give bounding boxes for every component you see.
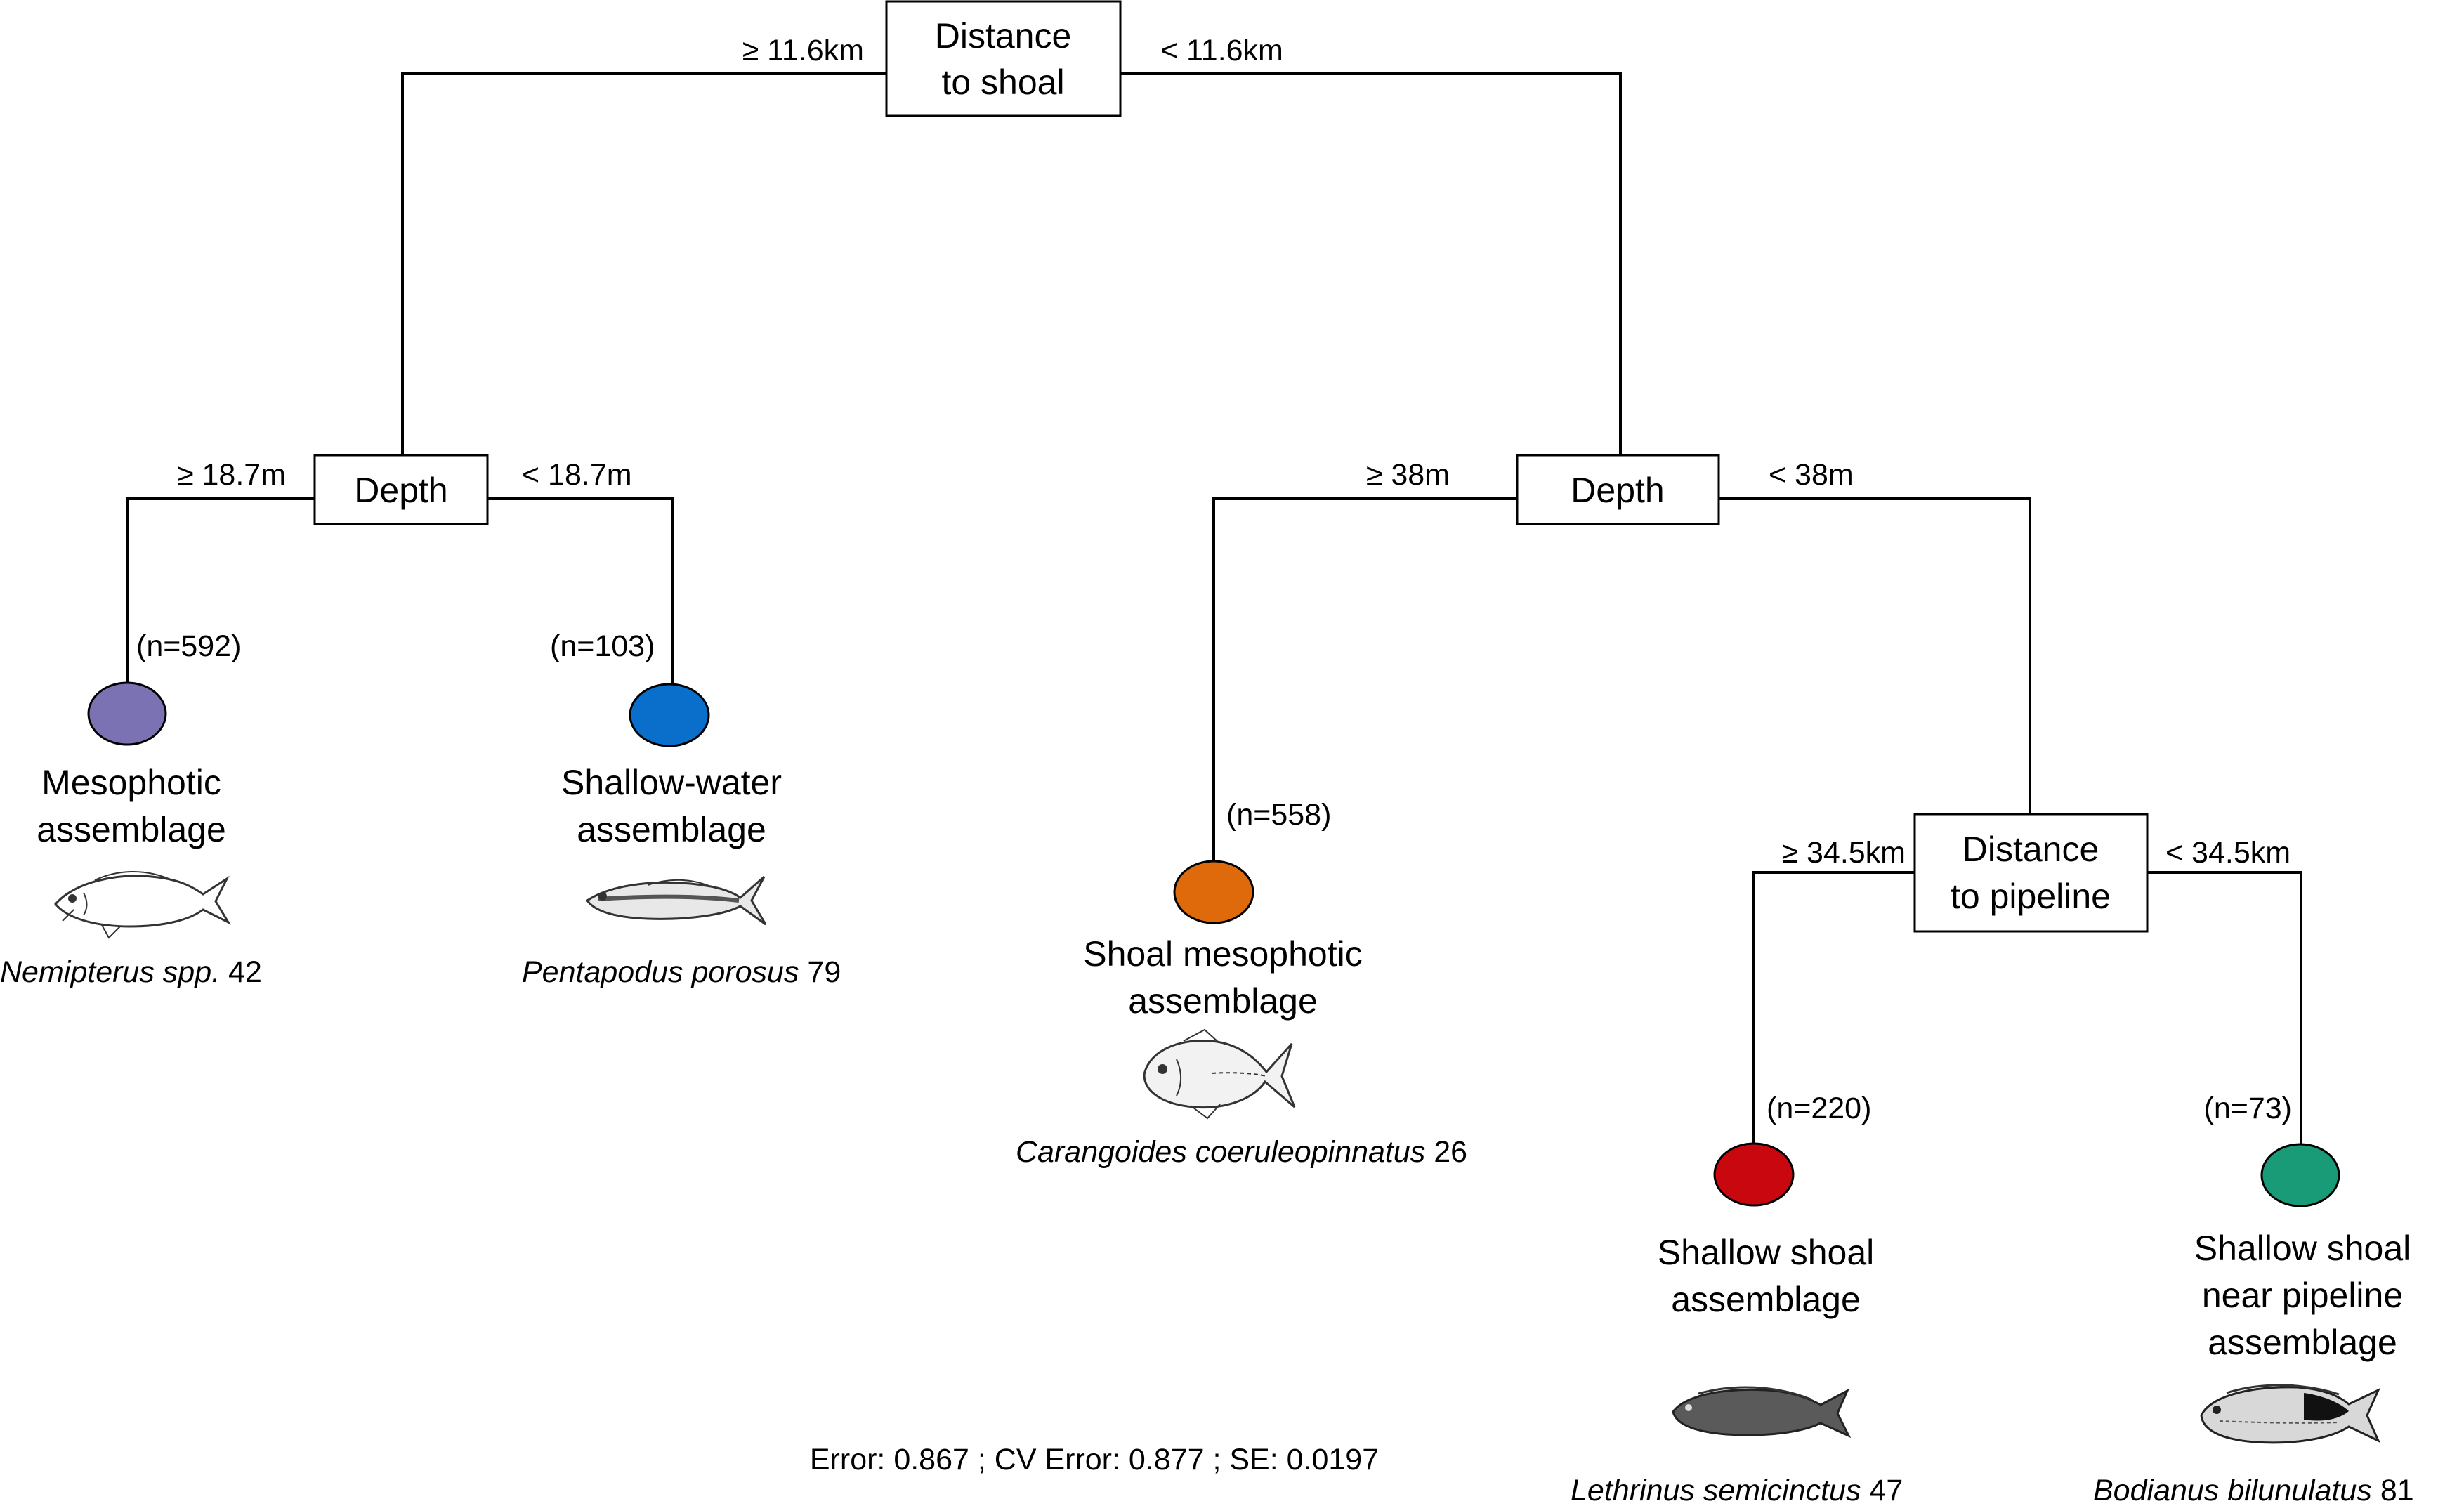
leaf-title-line1: Shoal mesophotic: [1083, 934, 1362, 974]
root-split-node: Distance to shoal: [885, 0, 1122, 117]
depth-left-split-node: Depth: [313, 454, 489, 525]
leaf-species-label: Nemipterus spp. 42: [0, 955, 262, 989]
leaf-marker: [87, 681, 167, 746]
leaf-marker: [2260, 1143, 2340, 1207]
leaf-marker: [1713, 1142, 1795, 1207]
depth-right-left-branch: [1212, 497, 1517, 861]
leaf-marker: [1173, 860, 1254, 924]
depth-left-left-branch: [126, 497, 315, 683]
depth-right-left-condition: ≥ 38m: [1366, 458, 1450, 492]
leaf-title-line1: Shallow shoal: [1658, 1233, 1875, 1272]
leaf-species-name: Nemipterus spp.: [0, 955, 220, 989]
hogfish-icon: [2200, 1384, 2381, 1444]
leaf-title-line1: Shallow-water: [561, 763, 782, 802]
leaf-species-count: 26: [1434, 1135, 1467, 1169]
pipeline-right-condition: < 34.5km: [2165, 836, 2291, 870]
pipeline-split-label-line1: Distance: [1962, 830, 2099, 869]
leaf-title-line2: near pipeline: [2202, 1276, 2403, 1315]
leaf-title-line1: Shallow shoal: [2194, 1229, 2411, 1268]
leaf-species-name: Pentapodus porosus: [522, 955, 799, 989]
leaf-mesophotic: (n=592) Mesophotic assemblage Nemipterus…: [0, 629, 262, 989]
leaf-species-count: 42: [228, 955, 262, 989]
depth-right-right-branch: [1719, 497, 2031, 813]
leaf-species-count: 47: [1869, 1474, 1903, 1506]
leaf-marker: [629, 683, 710, 747]
whiptail-icon: [585, 875, 767, 926]
leaf-species-name: Carangoides coeruleopinnatus: [1016, 1135, 1425, 1169]
leaf-title-line2: assemblage: [37, 810, 226, 849]
root-right-branch: [1120, 72, 1622, 457]
pipeline-split-node: Distance to pipeline: [1913, 813, 2149, 933]
leaf-species-label: Lethrinus semicinctus 47: [1571, 1474, 1903, 1506]
threadfin-bream-icon: [54, 870, 231, 939]
root-left-condition: ≥ 11.6km: [742, 34, 864, 67]
trevally-icon: [1143, 1028, 1296, 1120]
tree-connectors: [126, 72, 2302, 1157]
depth-left-left-condition: ≥ 18.7m: [177, 458, 286, 492]
emperor-icon: [1672, 1386, 1852, 1439]
leaf-sample-size: (n=220): [1767, 1092, 1871, 1125]
leaf-species-count: 81: [2380, 1474, 2414, 1506]
pipeline-left-condition: ≥ 34.5km: [1781, 836, 1906, 870]
leaf-shallow-shoal-near-pipeline: (n=73) Shallow shoal near pipeline assem…: [2093, 1092, 2414, 1506]
depth-left-right-branch: [487, 497, 674, 683]
depth-right-split-label: Depth: [1571, 471, 1664, 510]
root-left-branch: [401, 72, 886, 457]
leaf-shallow-shoal: (n=220) Shallow shoal assemblage Lethrin…: [1571, 1092, 1903, 1506]
leaf-title-line2: assemblage: [1128, 981, 1318, 1021]
depth-left-right-condition: < 18.7m: [522, 458, 632, 492]
leaf-species-label: Carangoides coeruleopinnatus 26: [1016, 1135, 1467, 1169]
leaf-sample-size: (n=73): [2204, 1092, 2293, 1125]
leaf-title-line2: assemblage: [577, 810, 766, 849]
leaf-sample-size: (n=592): [136, 629, 241, 663]
depth-right-right-condition: < 38m: [1769, 458, 1854, 492]
leaf-species-count: 79: [807, 955, 841, 989]
depth-left-split-label: Depth: [354, 471, 447, 510]
root-split-label-line2: to shoal: [941, 63, 1064, 102]
pipeline-right-branch: [2147, 871, 2302, 1153]
leaf-title-line1: Mesophotic: [41, 763, 221, 802]
leaf-shoal-mesophotic: (n=558) Shoal mesophotic assemblage Cara…: [1016, 798, 1467, 1169]
leaf-species-name: Lethrinus semicinctus: [1571, 1474, 1861, 1506]
leaf-title-line2: assemblage: [1671, 1280, 1861, 1319]
leaf-species-label: Pentapodus porosus 79: [522, 955, 841, 989]
pipeline-split-label-line2: to pipeline: [1951, 877, 2111, 916]
leaf-title-line3: assemblage: [2208, 1323, 2397, 1362]
root-right-condition: < 11.6km: [1160, 34, 1283, 67]
pipeline-left-branch: [1752, 871, 1915, 1157]
error-stats-text: Error: 0.867 ; CV Error: 0.877 ; SE: 0.0…: [810, 1443, 1379, 1476]
leaf-sample-size: (n=103): [550, 629, 655, 663]
leaf-shallow-water: (n=103) Shallow-water assemblage Pentapo…: [522, 629, 841, 989]
leaf-species-name: Bodianus bilunulatus: [2093, 1474, 2372, 1506]
root-split-label-line1: Distance: [935, 16, 1072, 55]
leaf-species-label: Bodianus bilunulatus 81: [2093, 1474, 2414, 1506]
leaf-sample-size: (n=558): [1226, 798, 1331, 832]
depth-right-split-node: Depth: [1516, 454, 1720, 525]
